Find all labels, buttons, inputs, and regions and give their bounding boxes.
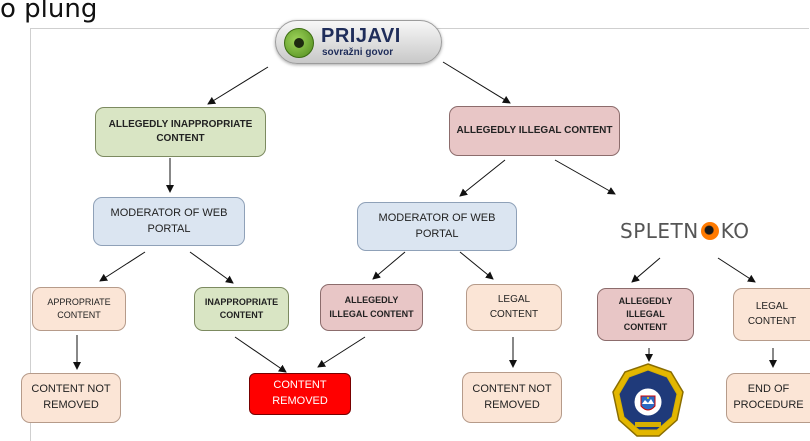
- node-inappropriate-content: INAPPROPRIATE CONTENT: [194, 287, 289, 331]
- arrow-modleft-to-appropriate: [99, 251, 146, 282]
- arrow-logo-to-illegal: [442, 61, 511, 104]
- arrow-modleft-to-inappropriate: [189, 251, 234, 284]
- arrow-modright-to-legal: [459, 251, 494, 280]
- arrow-illegal-to-moderator: [459, 159, 506, 197]
- arrow-modright-to-illegal: [372, 251, 406, 280]
- node-allegedly-illegal: ALLEGEDLY ILLEGAL CONTENT: [449, 106, 620, 156]
- arrow-oko-to-legal: [717, 257, 756, 283]
- node-appropriate-content: APPROPRIATE CONTENT: [32, 287, 126, 331]
- arrow-illegal-to-spletno-oko: [554, 159, 616, 195]
- node-content-not-removed-left: CONTENT NOT REMOVED: [21, 373, 121, 423]
- logo-title: PRIJAVI: [321, 25, 401, 47]
- node-moderator-right: MODERATOR OF WEB PORTAL: [357, 202, 517, 251]
- spletno-oko-logo: SPLETN KO: [620, 216, 749, 246]
- node-content-not-removed-right: CONTENT NOT REMOVED: [462, 372, 562, 423]
- node-allegedly-illegal-right: ALLEGEDLY ILLEGAL CONTENT: [597, 288, 694, 341]
- node-end-of-procedure: END OF PROCEDURE: [726, 373, 810, 423]
- eye-icon: [700, 222, 719, 240]
- spletno-oko-text-after: KO: [720, 219, 750, 243]
- police-badge-icon: [612, 363, 684, 437]
- prijavi-logo: PRIJAVI sovražni govor: [275, 20, 442, 64]
- node-moderator-left: MODERATOR OF WEB PORTAL: [93, 197, 245, 246]
- eye-logo-icon: [284, 28, 314, 58]
- spletno-oko-text-before: SPLETN: [620, 219, 699, 243]
- arrow-logo-to-inappropriate: [207, 66, 269, 105]
- logo-subtitle: sovražni govor: [322, 47, 394, 58]
- node-legal-content-right: LEGAL CONTENT: [733, 288, 810, 341]
- node-allegedly-illegal-mid: ALLEGEDLY ILLEGAL CONTENT: [320, 284, 423, 331]
- arrow-inappropriate-to-removed: [234, 336, 287, 373]
- title-fragment: o plung: [0, 0, 98, 24]
- node-allegedly-inappropriate: ALLEGEDLY INAPPROPRIATE CONTENT: [95, 107, 266, 157]
- node-content-removed: CONTENT REMOVED: [249, 373, 351, 415]
- arrow-oko-to-illegal: [631, 257, 661, 283]
- arrow-illegal-to-removed: [317, 336, 366, 368]
- node-legal-content-mid: LEGAL CONTENT: [466, 284, 562, 331]
